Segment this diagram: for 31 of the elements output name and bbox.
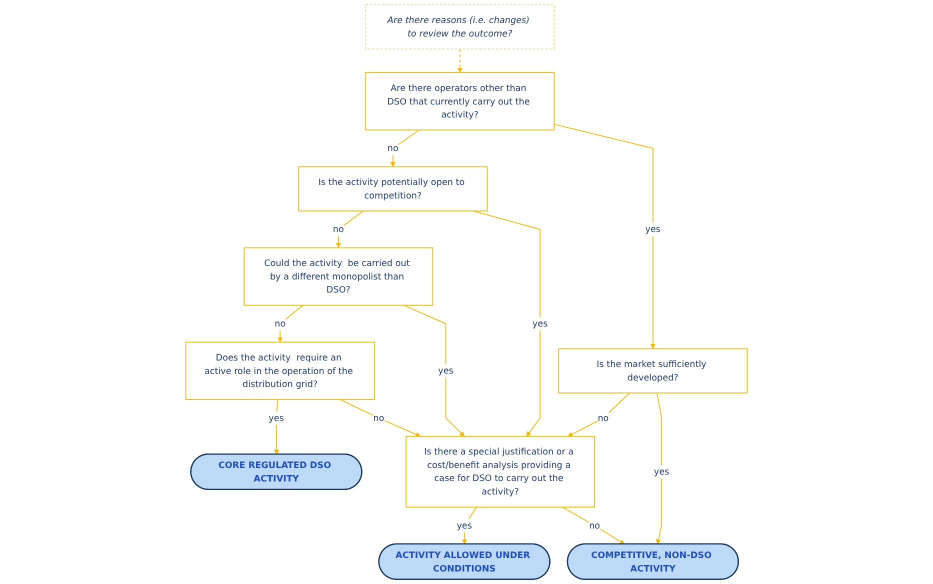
arrow <box>340 399 421 437</box>
arrow <box>390 130 420 167</box>
node-box <box>244 247 434 306</box>
edge-label: yes <box>438 365 454 376</box>
edge-label: yes <box>268 412 284 424</box>
edge-label: yes <box>532 318 548 329</box>
arrow <box>554 124 656 349</box>
arrow <box>656 392 662 544</box>
node-box <box>558 348 748 394</box>
edge-label: yes <box>654 466 670 477</box>
arrow <box>278 304 304 342</box>
arrow <box>336 210 364 248</box>
node-box <box>298 166 488 212</box>
node-box <box>365 4 554 50</box>
edge-label: yes <box>456 520 472 531</box>
node-box <box>406 436 596 508</box>
arrow <box>403 304 465 437</box>
edge-label: no <box>274 318 286 329</box>
edge-label: no <box>332 224 344 235</box>
edge-label: no <box>373 412 384 424</box>
node-box <box>365 72 555 130</box>
node-box <box>185 342 375 400</box>
arrow <box>472 210 540 437</box>
edge-label: no <box>387 142 398 154</box>
arrow <box>274 399 280 455</box>
edge-label: no <box>598 412 609 424</box>
arrow <box>568 392 630 437</box>
arrow <box>562 506 625 544</box>
arrow <box>457 48 462 73</box>
edge-label: no <box>589 520 600 531</box>
edge-label: yes <box>645 224 661 235</box>
